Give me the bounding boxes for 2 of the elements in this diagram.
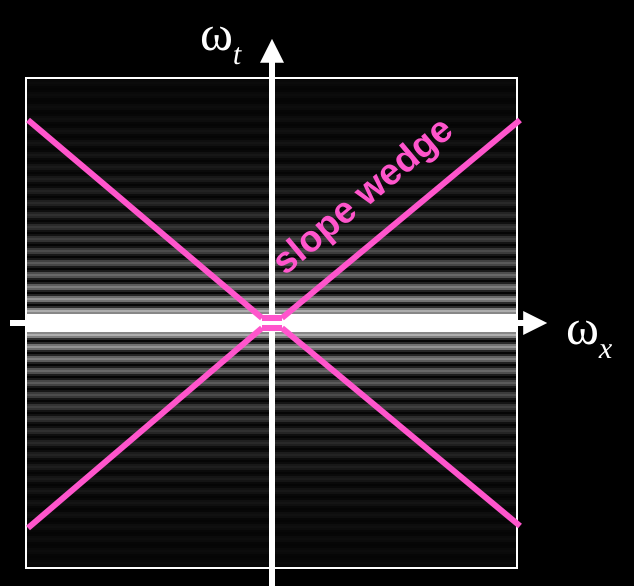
axis-label: ω$_{t}$ — [200, 8, 242, 70]
axis-label: ω$_{x}$ — [566, 302, 612, 364]
